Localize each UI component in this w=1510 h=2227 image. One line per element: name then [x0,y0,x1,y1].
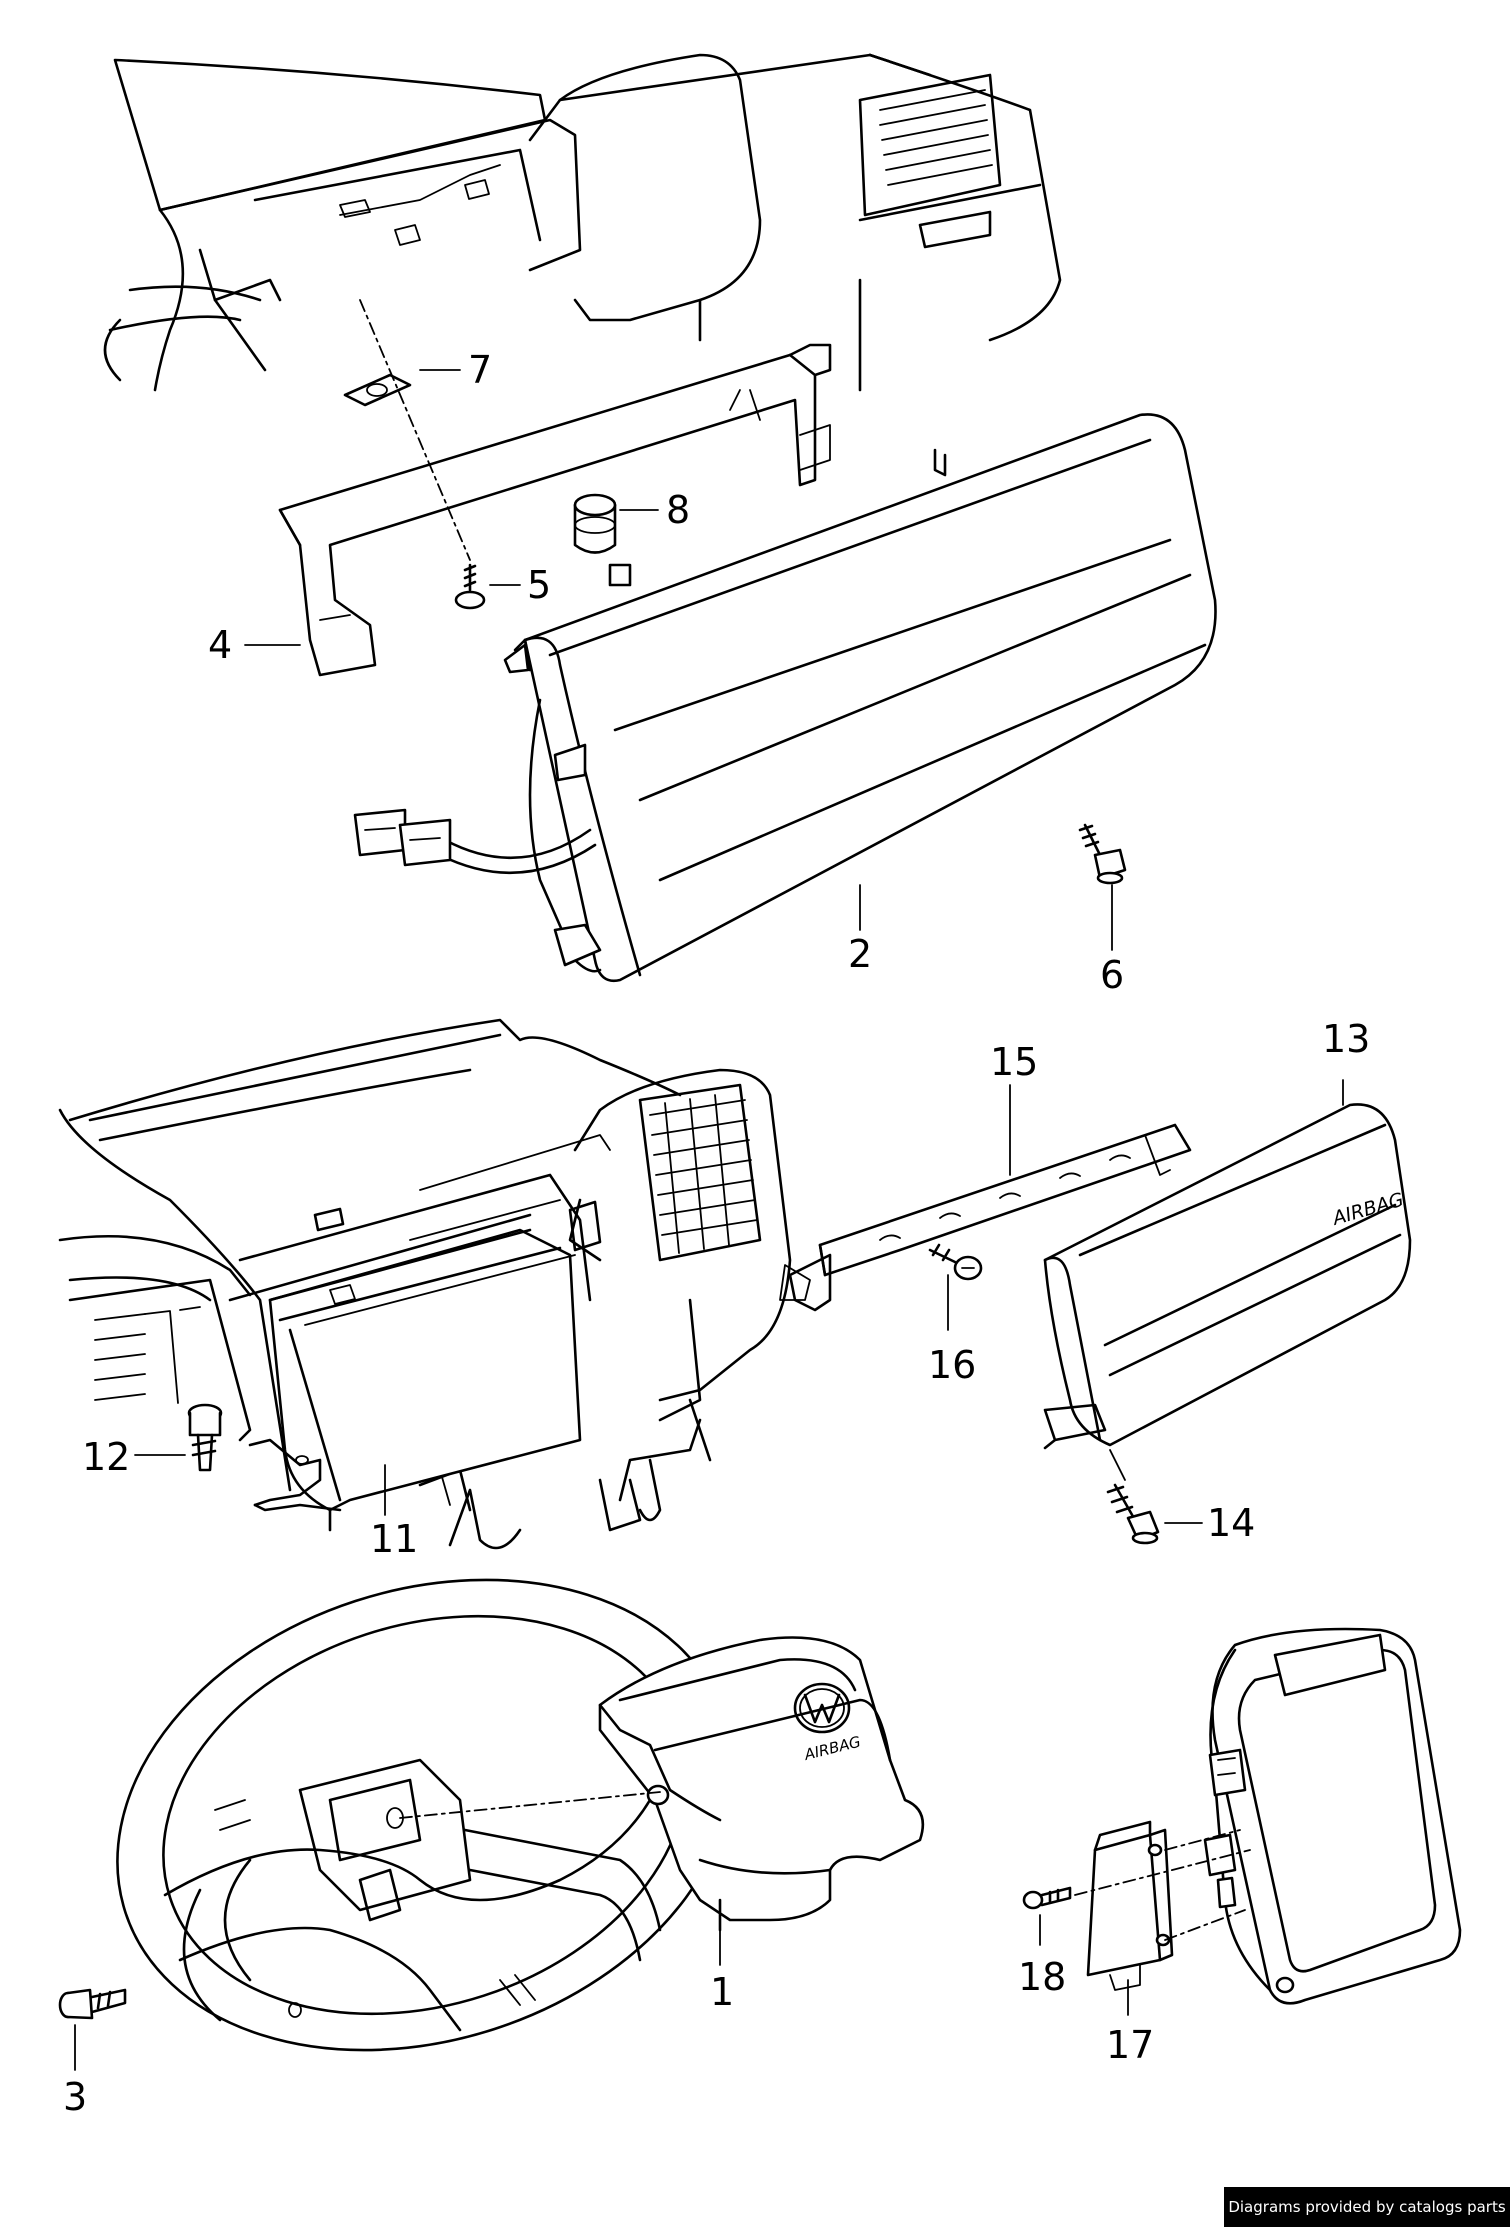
callout-7: 7 [468,348,492,392]
leaders-middle [134,1079,1344,1524]
callout-14: 14 [1207,1501,1255,1545]
mounting-clip-7 [343,373,412,407]
callout-17: 17 [1106,2023,1154,2067]
callout-6: 6 [1100,953,1124,997]
bracket-left-11 [248,1438,342,1512]
screw-16 [928,1243,983,1281]
callout-16: 16 [928,1343,976,1387]
callout-2: 2 [848,932,872,976]
airbag-cover-13 [1043,1103,1412,1450]
callout-11: 11 [370,1517,418,1561]
wiring-connector-top [353,808,597,875]
credit-banner: Diagrams provided by catalogs parts [1224,2187,1510,2227]
callout-1: 1 [710,1970,734,2014]
leaders-bottom [74,1791,1251,2071]
callout-13: 13 [1322,1017,1370,1061]
screw-5 [454,563,486,610]
callout-4: 4 [208,623,232,667]
leaders-top [244,299,1113,951]
callout-18: 18 [1018,1955,1066,1999]
inflator-17 [1086,1820,1174,1991]
bracket-4 [278,343,832,677]
callout-3: 3 [63,2075,87,2119]
passenger-airbag-module-2 [503,413,1217,983]
screw-12 [187,1403,223,1472]
dashboard-middle [58,1018,682,1550]
vent-housing-top [528,53,1062,392]
driver-airbag-module-1 [598,1636,925,1932]
vent-housing-middle [573,1068,792,1532]
driver-airbag-module-17 [1203,1627,1462,2005]
bracket-15 [779,1123,1192,1312]
dashboard-opening-top [103,58,582,392]
screw-3 [58,1988,127,2020]
callout-15: 15 [990,1040,1038,1084]
callout-12: 12 [82,1435,130,1479]
screw-18 [1022,1886,1072,1910]
screw-6 [1078,823,1127,885]
airbag-unit-11 [268,1228,582,1512]
screw-14 [1106,1483,1160,1545]
callout-5: 5 [527,563,551,607]
callout-8: 8 [666,488,690,532]
bushing-8 [573,493,632,587]
